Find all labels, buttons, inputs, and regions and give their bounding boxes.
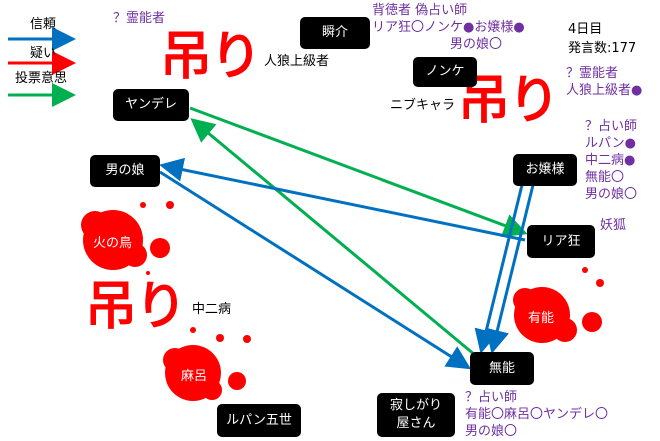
legend-vote-label: 投票意思 bbox=[15, 71, 68, 86]
player-munou[interactable]: 無能 bbox=[470, 352, 534, 385]
trust-otokonoko-munou bbox=[159, 170, 472, 370]
note-yandere-role: ？霊能者 bbox=[113, 11, 166, 26]
player-lupin[interactable]: ルパン五世 bbox=[217, 404, 301, 437]
player-yandere[interactable]: ヤンデレ bbox=[113, 89, 189, 121]
dead-player-hinotori[interactable]: 火の鳥 bbox=[93, 236, 133, 251]
player-sabishigari[interactable]: 寂しがり 屋さん bbox=[377, 393, 455, 437]
post-count: 発言数:177 bbox=[568, 41, 637, 56]
hanged-mark: 吊り bbox=[85, 277, 187, 337]
hanged-mark: 吊り bbox=[160, 27, 262, 87]
legend-doubt-label: 疑い bbox=[30, 46, 57, 61]
note-nonke-claim: 背徳者 偽占い師 リア狂〇ノンケ●お嬢様● 男の娘〇 bbox=[372, 3, 525, 52]
trust-ojousama-munou-1 bbox=[474, 184, 524, 354]
hanged-player-jinrou: 人狼上級者 bbox=[264, 54, 330, 69]
hanged-player-nibukyara: ニブキャラ bbox=[390, 98, 456, 113]
note-seer-2: ？占い師 有能〇麻呂〇ヤンデレ〇 男の娘〇 bbox=[465, 390, 609, 439]
player-shunsuke[interactable]: 瞬介 bbox=[300, 17, 370, 49]
dead-player-yuunou[interactable]: 有能 bbox=[528, 311, 555, 326]
player-riakyou[interactable]: リア狂 bbox=[527, 225, 595, 258]
vote-yandere-riakyou bbox=[189, 106, 528, 237]
hanged-player-chuunibyou: 中二病 bbox=[192, 302, 232, 317]
note-seer-1: ？占い師 ルパン● 中二病● 無能〇 男の娘〇 bbox=[585, 119, 638, 202]
player-nonke[interactable]: ノンケ bbox=[413, 57, 477, 87]
day-label: 4日目 bbox=[568, 22, 603, 37]
trust-riakyou-otokonoko bbox=[159, 157, 526, 242]
player-otokonoko[interactable]: 男の娘 bbox=[90, 155, 160, 187]
dead-player-maro[interactable]: 麻呂 bbox=[181, 369, 208, 384]
vote-munou-yandere bbox=[190, 118, 476, 357]
player-ojousama[interactable]: お嬢様 bbox=[513, 154, 577, 186]
note-fox: 妖狐 bbox=[600, 218, 627, 233]
legend-trust-label: 信頼 bbox=[30, 17, 57, 32]
note-medium: ？霊能者 人狼上級者● bbox=[566, 66, 643, 98]
trust-ojousama-munou-2 bbox=[485, 184, 535, 354]
